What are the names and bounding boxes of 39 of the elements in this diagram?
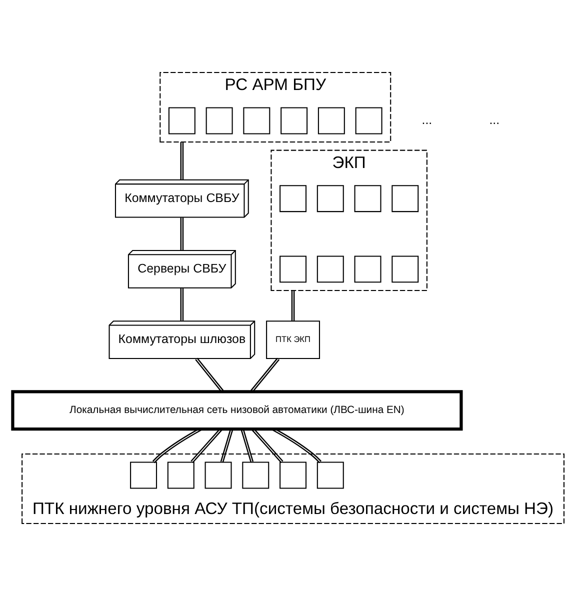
node-box xyxy=(392,256,419,283)
node-box xyxy=(354,256,382,283)
node-box: Локальная вычислительная сеть низовой автоматики (ЛВС-шина EN) xyxy=(11,390,463,431)
cluster: ЭКП xyxy=(270,150,428,291)
node-box xyxy=(316,185,344,212)
connector xyxy=(272,428,322,464)
node-box xyxy=(318,107,345,134)
node-box xyxy=(280,107,308,134)
node-box xyxy=(206,107,233,134)
cluster: ПТК нижнего уровня АСУ ТП(системы безопасности и системы НЭ) xyxy=(22,453,564,524)
node-box xyxy=(280,256,307,283)
node-box xyxy=(242,462,270,489)
connector xyxy=(195,358,224,392)
node-box xyxy=(204,462,232,489)
connector xyxy=(250,358,280,392)
node-box xyxy=(243,107,270,134)
cluster: РС АРМ БПУ xyxy=(160,72,392,143)
label: ... xyxy=(422,112,432,127)
connector xyxy=(220,428,234,462)
node-box xyxy=(355,107,382,134)
connector xyxy=(252,428,284,464)
node-box: ПТК ЭКП xyxy=(266,320,320,359)
connector xyxy=(190,428,222,464)
node-box xyxy=(316,256,344,283)
node-box xyxy=(280,462,307,489)
connector xyxy=(152,428,202,464)
node-box xyxy=(130,462,158,489)
node-box xyxy=(392,185,419,212)
connector xyxy=(291,290,295,321)
node-box xyxy=(167,462,194,489)
label: ... xyxy=(489,112,500,127)
node-box xyxy=(168,107,196,134)
connector xyxy=(180,142,184,180)
connector xyxy=(180,288,184,321)
node-box xyxy=(316,462,344,489)
connector xyxy=(240,428,254,462)
node-box xyxy=(354,185,382,212)
connector xyxy=(180,218,184,250)
node-box xyxy=(280,185,307,212)
